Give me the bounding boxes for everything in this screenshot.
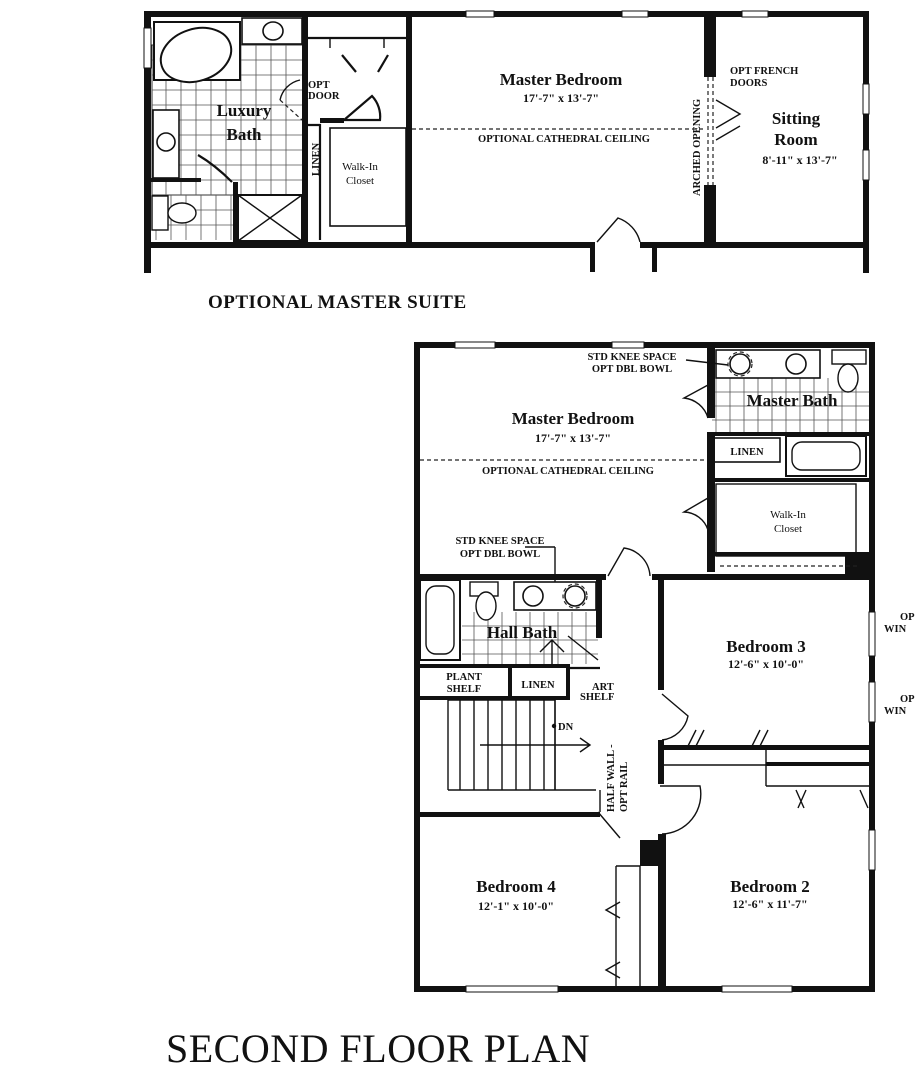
toilet-icon <box>837 363 859 393</box>
opt-window-2-line2: WIN <box>884 706 907 717</box>
knee-space-top-line1: STD KNEE SPACE <box>587 352 676 363</box>
half-wall-line2: OPT RAIL <box>619 762 630 812</box>
suite-wall-bottom-b <box>640 242 868 248</box>
second-floor-plan: STD KNEE SPACE OPT DBL BOWL Master Bath … <box>166 341 915 1071</box>
suite-master-bedroom-label: Master Bedroom <box>500 70 623 89</box>
opt-door-label-line2: DOOR <box>308 91 340 102</box>
half-wall-line1: HALF WALL - <box>606 744 617 812</box>
sink-icon <box>564 585 586 607</box>
master-closet-label-line1: Walk-In <box>770 509 806 521</box>
opt-window-1-line2: WIN <box>884 624 907 635</box>
bedroom3-dim: 12'-6" x 10'-0" <box>728 657 804 671</box>
hall-bath-tile <box>462 612 598 664</box>
bedroom3-label: Bedroom 3 <box>726 637 806 656</box>
suite-wall-right <box>863 11 869 273</box>
sink-icon <box>785 353 807 375</box>
cathedral-label: OPTIONAL CATHEDRAL CEILING <box>482 466 654 477</box>
plant-shelf-line1: PLANT <box>446 672 482 683</box>
oval-tub-basin <box>159 26 233 84</box>
optional-master-suite: Luxury Bath OPT DOOR LINEN Walk-In Close… <box>143 10 870 313</box>
sitting-room-label-line2: Room <box>774 130 817 149</box>
suite-wall-top <box>144 11 868 17</box>
plant-shelf-line2: SHELF <box>447 684 481 695</box>
master-bath-tile <box>712 378 869 434</box>
suite-master-bedroom-dim: 17'-7" x 13'-7" <box>523 91 599 105</box>
optional-master-suite-title: OPTIONAL MASTER SUITE <box>208 292 467 313</box>
arched-opening-label: ARCHED OPENING <box>692 99 703 196</box>
staircase <box>447 699 596 791</box>
luxury-bath-label-line2: Bath <box>227 125 263 144</box>
suite-door-jamb-right <box>652 242 657 272</box>
bedroom2-label: Bedroom 2 <box>730 877 810 896</box>
luxury-bath-label-line1: Luxury <box>217 101 272 120</box>
suite-cathedral-label: OPTIONAL CATHEDRAL CEILING <box>478 134 650 145</box>
bedroom2-dim: 12'-6" x 11'-7" <box>732 897 807 911</box>
master-bedroom-dim: 17'-7" x 13'-7" <box>535 431 611 445</box>
hall-linen-label: LINEN <box>521 680 555 691</box>
master-bath-label: Master Bath <box>747 391 838 410</box>
knee-space-top-line2: OPT DBL BOWL <box>592 364 672 375</box>
opt-window-2-line1: OP <box>900 694 915 705</box>
suite-door-jamb-left <box>590 242 595 272</box>
suite-closet-label-line1: Walk-In <box>342 161 378 173</box>
toilet-icon <box>475 591 497 621</box>
master-closet-label-line2: Closet <box>774 523 802 535</box>
stairs-dn-label: DN <box>558 722 574 733</box>
sink-icon <box>729 353 751 375</box>
suite-closet-label-line2: Closet <box>346 175 374 187</box>
art-shelf-line1: ART <box>592 682 614 693</box>
sink-icon <box>522 585 544 607</box>
floor-wall-bottom <box>414 986 875 992</box>
floor-wall-left <box>414 342 420 992</box>
bedroom4-label: Bedroom 4 <box>476 877 556 896</box>
opt-door-label-line1: OPT <box>308 80 330 91</box>
sitting-room-dim: 8'-11" x 13'-7" <box>762 153 837 167</box>
french-doors-label-line2: DOORS <box>730 78 768 89</box>
sink-icon <box>156 132 176 152</box>
second-floor-plan-title: SECOND FLOOR PLAN <box>166 1026 590 1071</box>
walk-in-closet-rod <box>329 127 407 227</box>
bedroom4-dim: 12'-1" x 10'-0" <box>478 899 554 913</box>
floor-wall-right <box>869 342 875 992</box>
opt-window-1-line1: OP <box>900 612 915 623</box>
knee-space-hall-line1: STD KNEE SPACE <box>455 536 544 547</box>
suite-wall-left <box>144 11 151 273</box>
knee-space-hall-line2: OPT DBL BOWL <box>460 549 540 560</box>
hall-bath-label: Hall Bath <box>487 623 558 642</box>
master-linen-label: LINEN <box>730 447 764 458</box>
master-bedroom-label: Master Bedroom <box>512 409 635 428</box>
sitting-room-label-line1: Sitting <box>772 109 821 128</box>
art-shelf-line2: SHELF <box>580 692 614 703</box>
toilet-icon <box>167 202 197 224</box>
suite-linen-label: LINEN <box>311 142 322 176</box>
sink-icon <box>262 21 284 41</box>
suite-wall-bottom-a <box>144 242 594 248</box>
french-doors-label-line1: OPT FRENCH <box>730 66 798 77</box>
